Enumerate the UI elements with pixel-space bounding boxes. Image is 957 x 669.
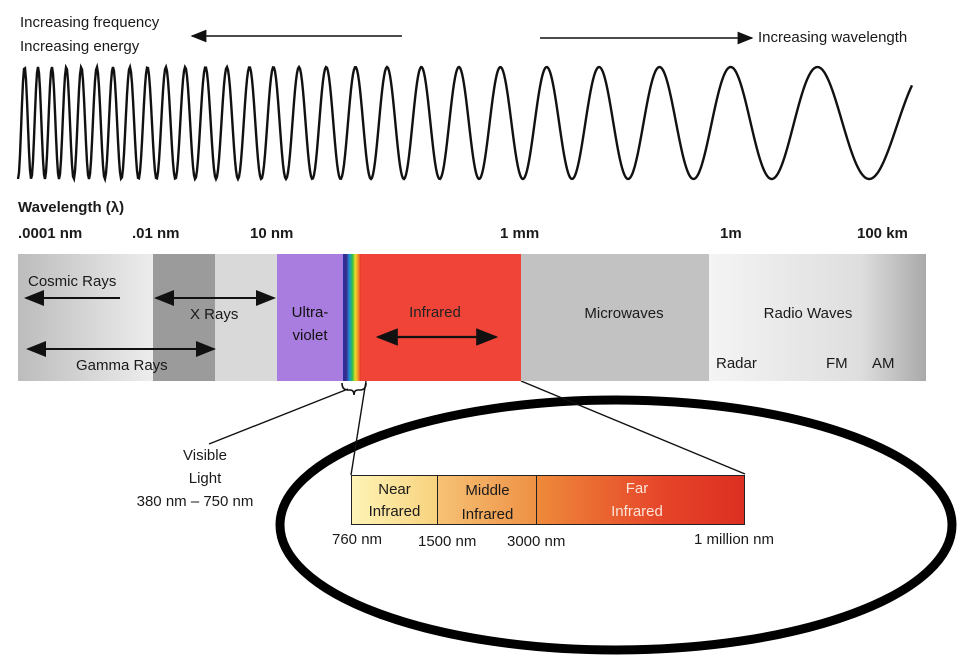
middle-infrared-segment	[438, 475, 537, 525]
visible-light-region	[343, 254, 361, 381]
ultraviolet-region	[277, 254, 343, 381]
visible-light-range: 380 nm – 750 nm	[136, 493, 254, 510]
tick-label: .01 nm	[132, 225, 180, 242]
tick-label: 1 mm	[500, 225, 540, 242]
gamma-rays-label: Gamma Rays	[76, 357, 168, 374]
radio-waves-region	[709, 254, 926, 381]
visible-light-label-line1: Visible	[183, 447, 227, 464]
ultraviolet-label-line1: Ultra-	[291, 304, 329, 321]
microwaves-region	[521, 254, 709, 381]
x-rays-region	[215, 254, 277, 381]
tick-label: 1m	[720, 225, 742, 242]
near-infrared-segment	[351, 475, 438, 525]
cosmic-rays-region	[18, 254, 153, 381]
visible-light-pointer	[208, 388, 349, 445]
cosmic-rays-label: Cosmic Rays	[28, 273, 117, 290]
near-infrared-label-line1: Near	[378, 481, 411, 498]
infrared-label: Infrared	[409, 304, 461, 321]
far-infrared-label-line2: Infrared	[611, 503, 663, 520]
tick-label: 10 nm	[250, 225, 294, 242]
visible-light-label-line2: Light	[188, 470, 222, 487]
middle-infrared-label-line2: Infrared	[461, 506, 514, 523]
sine-wave	[16, 62, 914, 184]
x-rays-label: X Rays	[190, 306, 239, 323]
near-infrared-label-line2: Infrared	[368, 503, 421, 520]
far-infrared-label-line1: Far	[625, 480, 649, 497]
ir-tick-label: 3000 nm	[507, 533, 566, 550]
ir-tick-label: 1 million nm	[694, 531, 775, 548]
radar-label: Radar	[716, 355, 757, 372]
increasing-frequency-label: Increasing frequency	[20, 14, 160, 31]
middle-infrared-label-line1: Middle	[465, 482, 510, 499]
fm-label: FM	[826, 355, 848, 372]
radio-waves-label: Radio Waves	[763, 305, 853, 322]
tick-label: .0001 nm	[18, 225, 83, 242]
wavelength-title: Wavelength (λ)	[18, 199, 125, 216]
visible-light-brace	[341, 382, 367, 396]
increasing-wavelength-label: Increasing wavelength	[758, 29, 908, 46]
ir-zoom-line-right	[520, 380, 746, 475]
far-infrared-segment	[537, 475, 745, 525]
am-label: AM	[872, 355, 895, 372]
gamma-overlap-region	[153, 254, 215, 381]
ir-zoom-line-left	[350, 380, 367, 476]
increasing-energy-label: Increasing energy	[20, 38, 140, 55]
ir-tick-label: 1500 nm	[418, 533, 477, 550]
ir-tick-label: 760 nm	[332, 531, 383, 548]
infrared-detail-ellipse	[275, 395, 957, 655]
tick-label: 100 km	[857, 225, 908, 242]
infrared-region	[361, 254, 521, 381]
ultraviolet-label-line2: violet	[292, 327, 328, 344]
microwaves-label: Microwaves	[584, 305, 664, 322]
